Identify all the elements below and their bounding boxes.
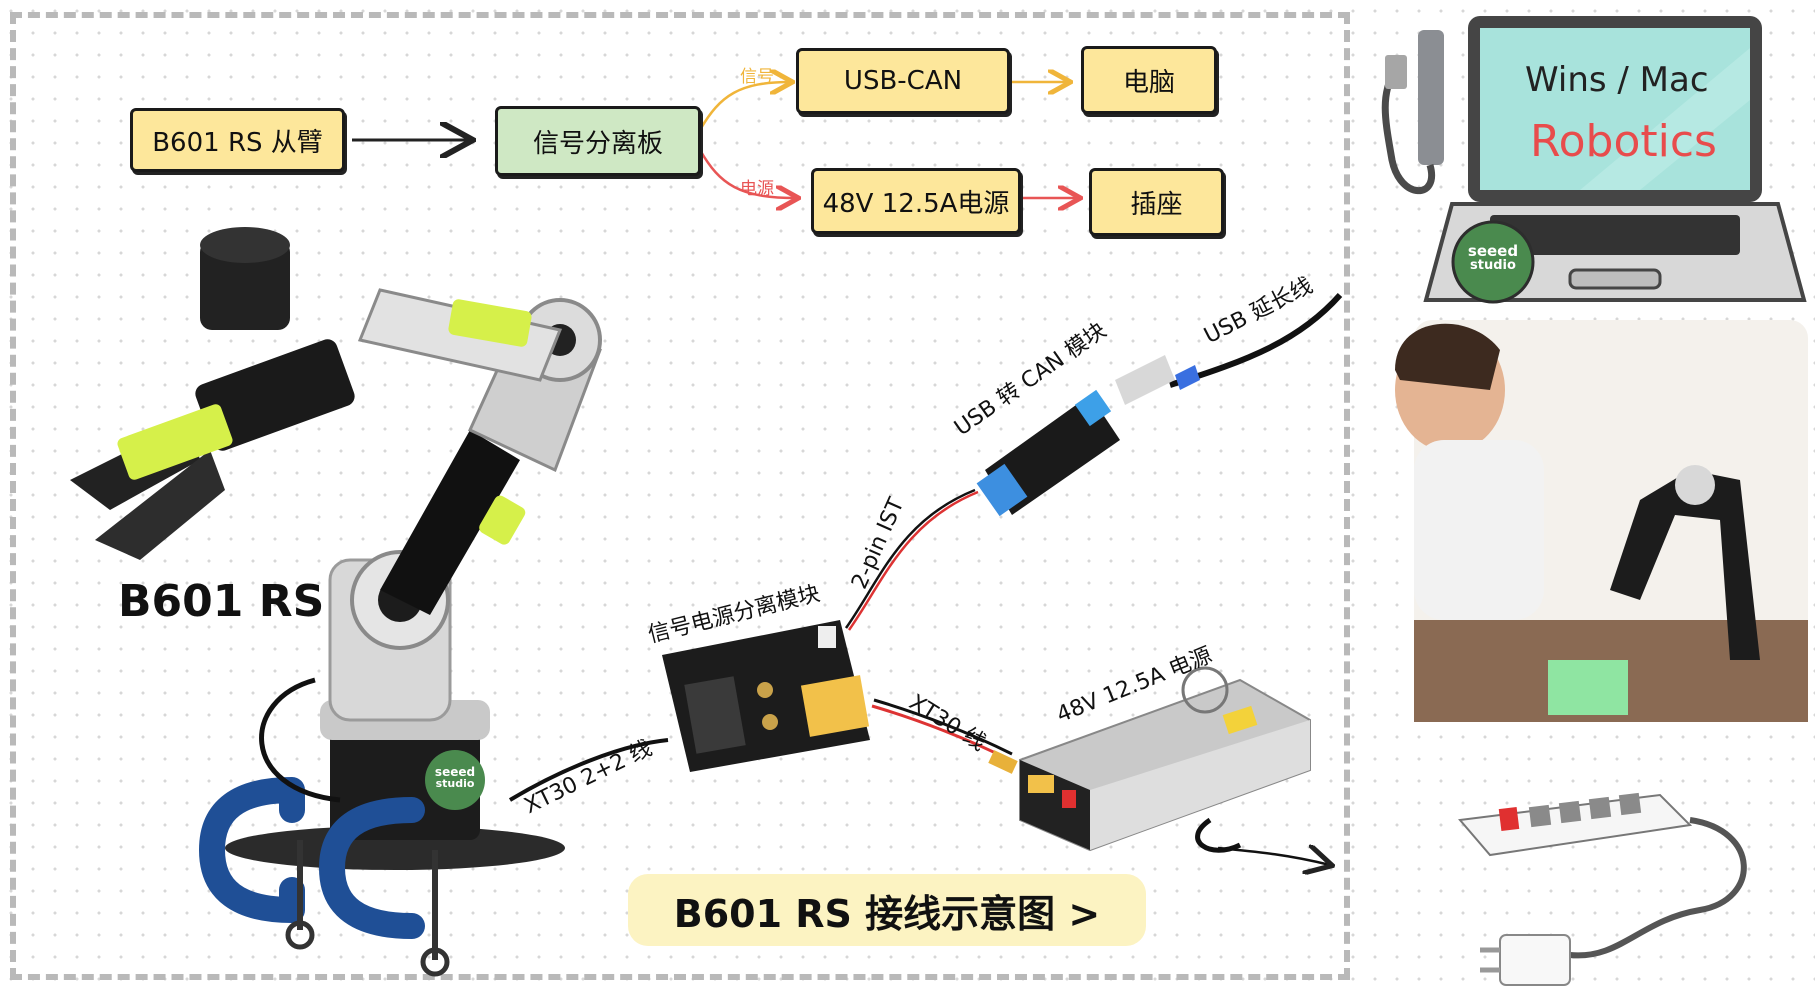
laptop-brand-line1: seeed [1467,242,1519,260]
cables [508,293,1343,865]
arm-brand-badge: seeed studio [426,766,484,789]
usb-can-module-illustration [976,355,1200,517]
node-socket: 插座 [1089,168,1224,236]
arm-brand-line1: seeed [434,765,476,779]
laptop-brand-badge: seeed studio [1457,242,1529,273]
robot-arm-illustration [70,227,602,977]
power-strip-illustration [1458,792,1747,986]
wiring-diagram-link-button[interactable]: B601 RS 接线示意图 > [628,874,1146,946]
content-frame [10,12,1350,980]
node-computer: 电脑 [1081,46,1217,114]
arm-brand-line2: studio [435,777,475,790]
edge-label-power: 电源 [740,179,774,199]
node-splitter-board: 信号分离板 [495,106,701,176]
node-usb-can: USB-CAN [796,48,1010,114]
flow-signal-branch [698,82,1068,131]
laptop-os-text: Wins / Mac [1525,60,1709,100]
laptop-illustration [1381,16,1807,304]
arm-name-title: B601 RS [118,576,325,627]
flow-power-branch [698,149,1078,198]
node-arm-slave: B601 RS 从臂 [130,108,345,172]
splitter-module-illustration [662,620,870,772]
user-photo-illustration [1395,320,1808,722]
laptop-brand-line2: studio [1470,258,1516,273]
laptop-app-text: Robotics [1530,116,1717,167]
edge-label-signal: 信号 [740,67,774,87]
node-power-supply: 48V 12.5A电源 [811,168,1021,234]
power-supply-illustration [1019,666,1311,852]
